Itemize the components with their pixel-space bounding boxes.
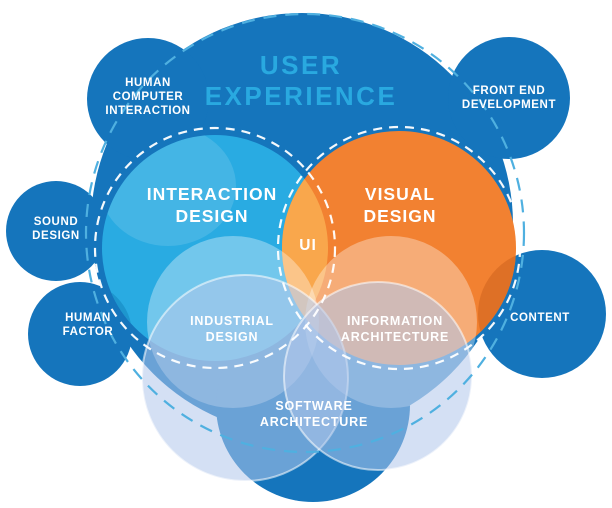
user-experience-title: USER EXPERIENCE: [204, 50, 398, 111]
software-architecture-circle-right: [283, 281, 473, 471]
interaction-design-dashed-outline: [93, 126, 337, 370]
human-factor-label: HUMAN FACTOR: [62, 312, 114, 338]
front-end-development-label: FRONT END DEVELOPMENT: [461, 85, 557, 111]
satellite-circle-human-computer-interaction: [87, 38, 209, 160]
satellite-circle-human-factor: [28, 282, 132, 386]
sound-design-label: SOUND DESIGN: [32, 216, 80, 242]
content-label: CONTENT: [510, 312, 570, 324]
visual-design-dashed-outline: [276, 125, 522, 371]
ui-label: UI: [299, 237, 317, 254]
software-architecture-label: SOFTWARE ARCHITECTURE: [259, 399, 369, 429]
visual-design-label: VISUAL DESIGN: [363, 184, 437, 226]
industrial-design-label: INDUSTRIAL DESIGN: [190, 314, 274, 344]
satellite-circle-sound-design: [6, 181, 106, 281]
information-architecture-label: INFORMATION ARCHITECTURE: [340, 314, 450, 344]
interaction-design-label: INTERACTION DESIGN: [146, 184, 278, 226]
satellite-circle-front-end-development: [448, 37, 570, 159]
user-experience-dashed-ring: [84, 12, 526, 454]
human-computer-interaction-label: HUMAN COMPUTER INTERACTION: [105, 77, 191, 117]
